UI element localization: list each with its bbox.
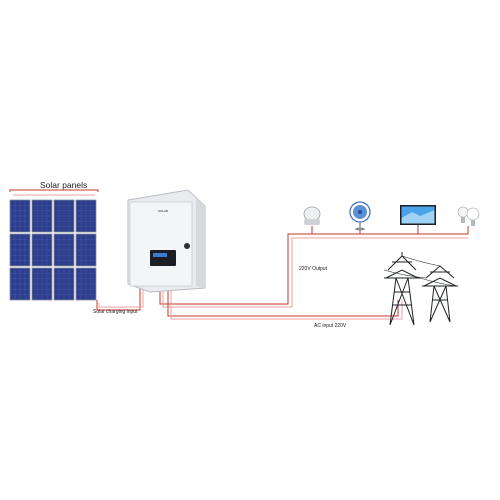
solar-input-wire — [96, 285, 141, 311]
label-solar-panels: Solar panels — [40, 180, 87, 190]
panel-top-wire — [9, 189, 99, 192]
label-220v-output: 220V Output — [299, 266, 328, 272]
solar-input-wire-2 — [98, 285, 144, 308]
power-tower-icon — [383, 252, 458, 326]
inverter-front — [129, 201, 193, 287]
inverter-unit: SOLAR — [127, 189, 206, 293]
inverter-brand: SOLAR — [158, 209, 169, 213]
wires — [9, 189, 469, 320]
output-wire — [159, 233, 468, 305]
ac-input-wire — [167, 290, 399, 317]
ceiling-light-icon — [303, 206, 321, 225]
label-solar-charging-input: Solar charging input — [93, 309, 138, 315]
inverter-knob — [184, 243, 190, 249]
solar-panel-array — [9, 199, 97, 301]
label-ac-input: AC input 220V — [314, 323, 347, 329]
light-bulbs-icon — [457, 206, 480, 226]
output-wire-2 — [162, 237, 468, 308]
tv-icon — [400, 205, 436, 228]
ac-input-wire-2 — [170, 290, 403, 320]
inverter-display — [150, 250, 176, 266]
fan-icon — [349, 201, 371, 231]
